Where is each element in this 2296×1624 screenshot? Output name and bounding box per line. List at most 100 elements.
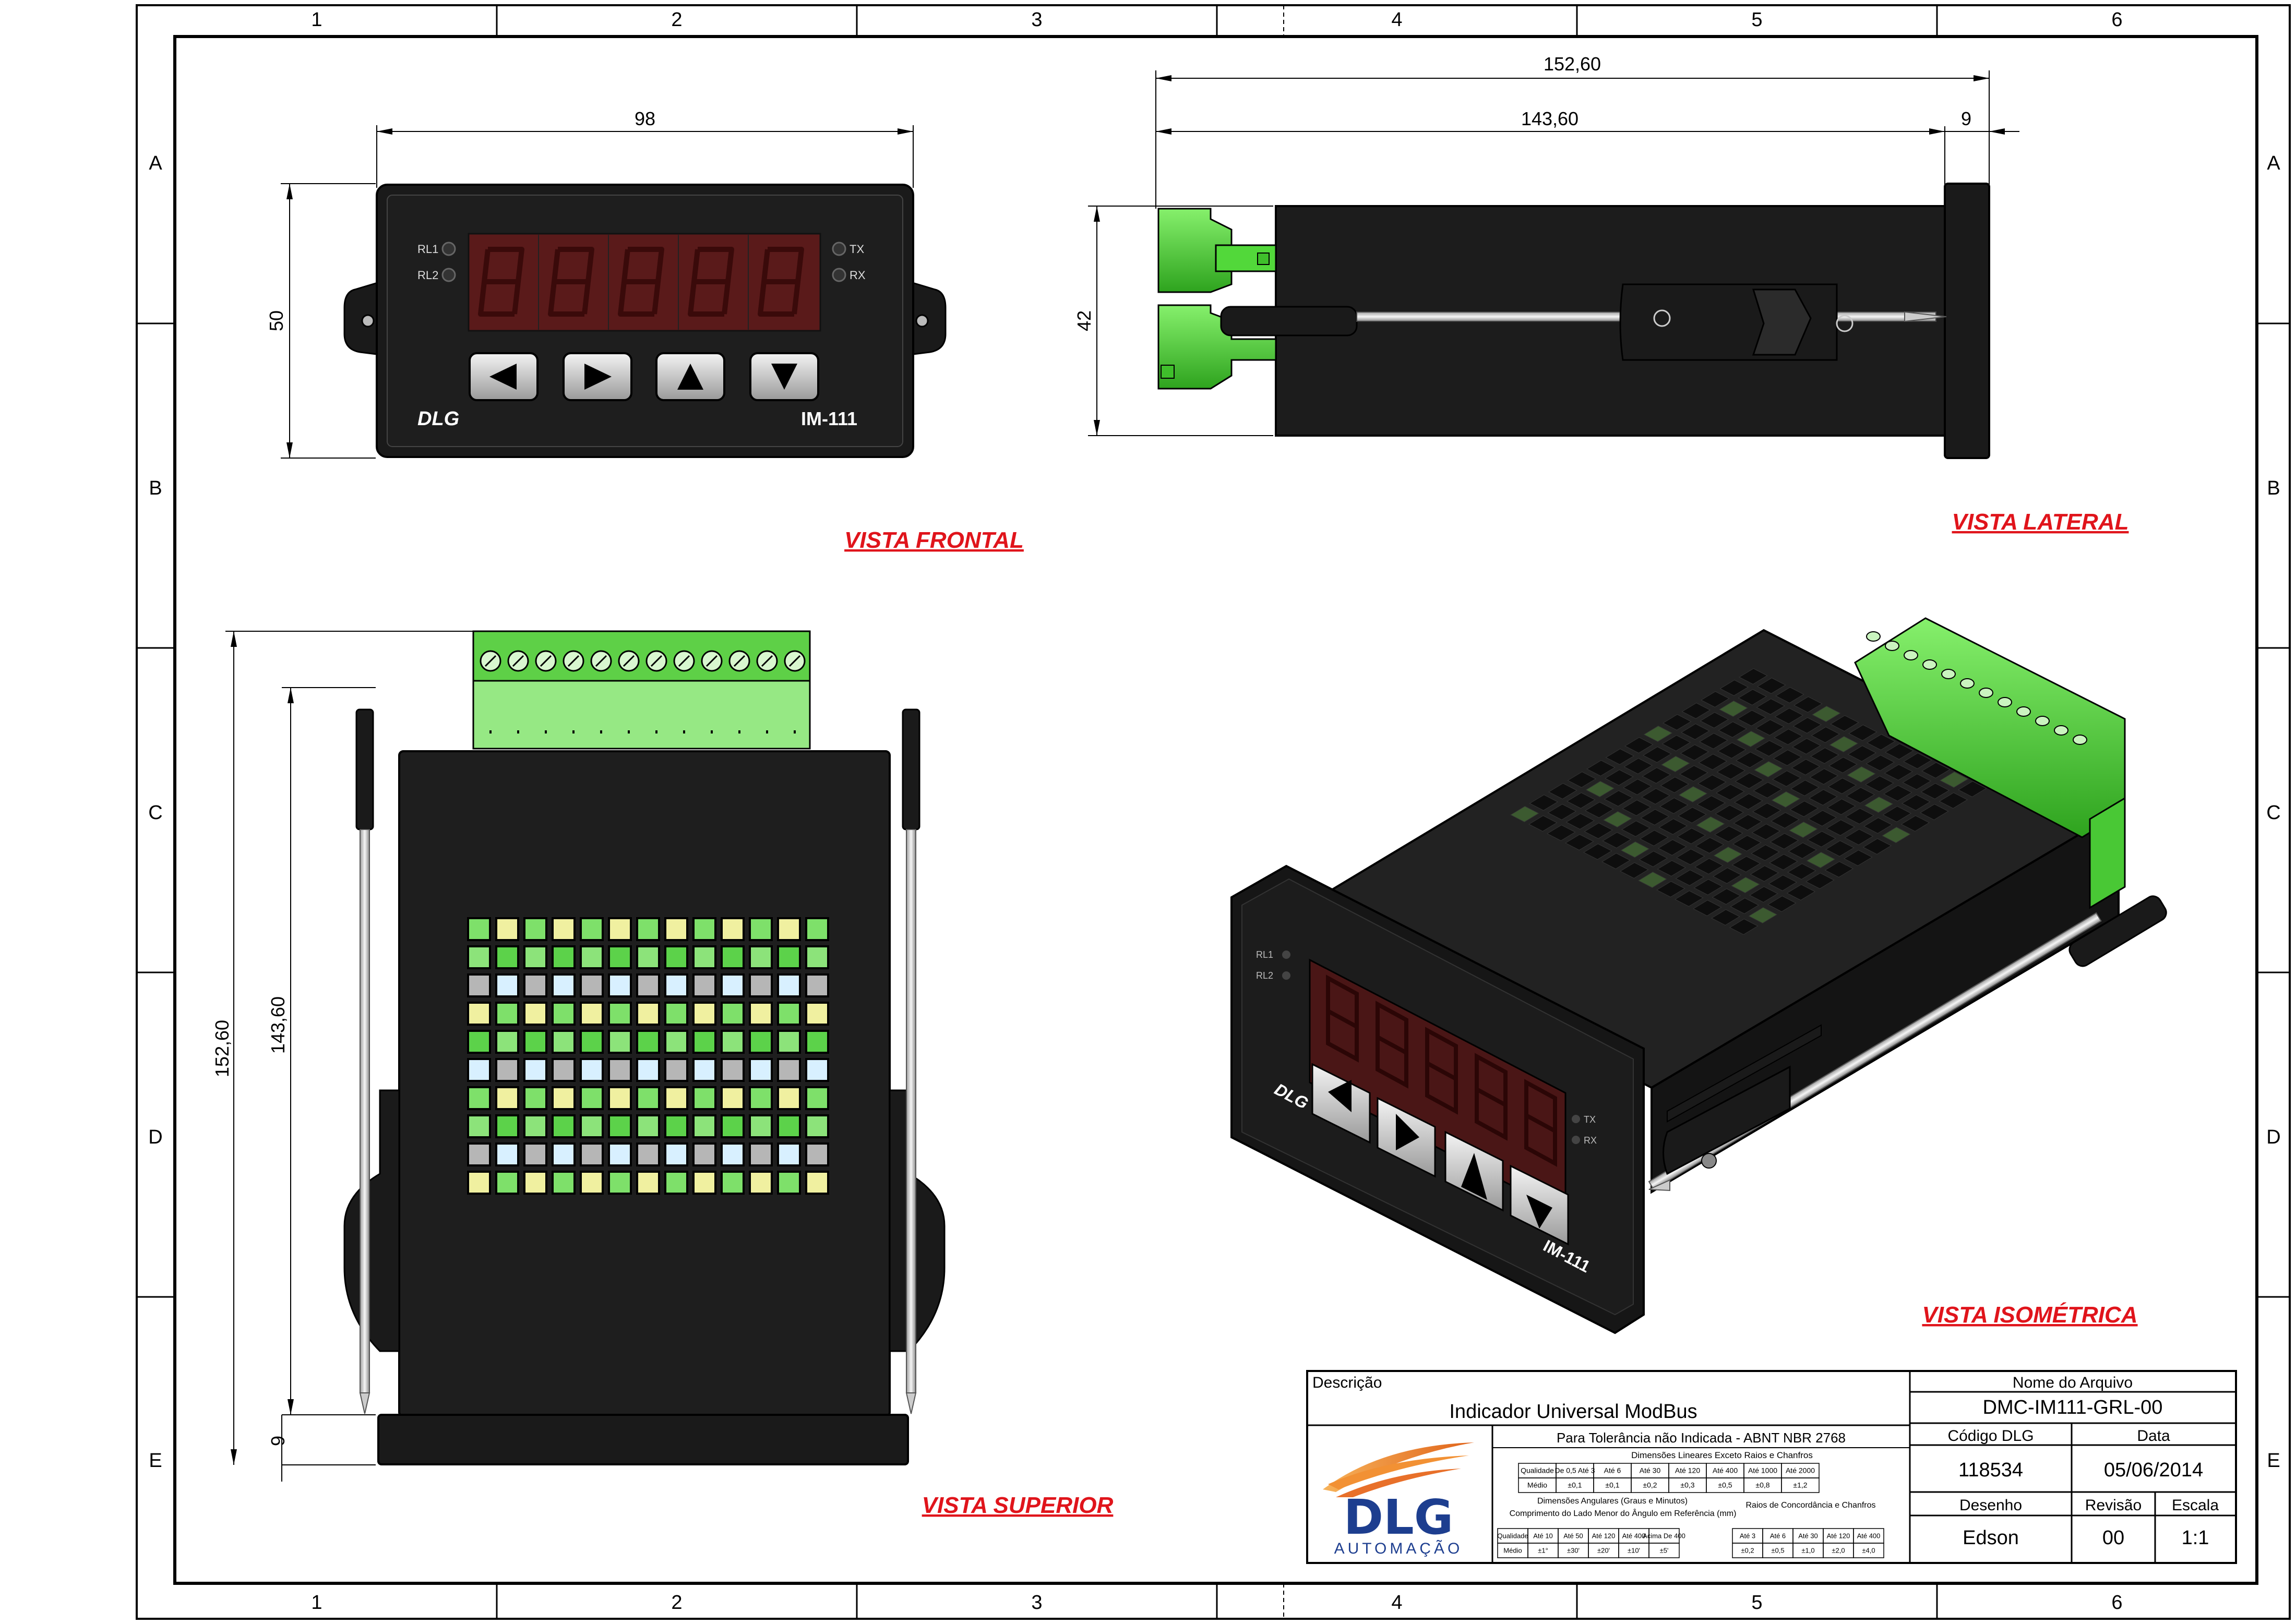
vent-slot: [664, 1114, 688, 1138]
iso-vent-slot: [1565, 813, 1595, 830]
vent-slot: [467, 1030, 491, 1054]
iso-screw-icon: [2073, 735, 2087, 745]
iso-vent-slot: [1729, 918, 1759, 935]
iso-vent-slot: [1695, 816, 1725, 833]
tolerance-cell: Até 120: [1675, 1466, 1700, 1475]
vent-slot: [777, 1114, 801, 1138]
iso-vent-slot: [1641, 788, 1670, 805]
iso-vent-slot: [1752, 802, 1781, 820]
vent-slot: [552, 1171, 576, 1195]
vent-slot: [523, 1114, 547, 1138]
iso-vent-slot: [1602, 832, 1632, 849]
iso-vent-slot: [1623, 757, 1653, 775]
vent-slot: [552, 1086, 576, 1110]
iso-vent-slot: [1805, 872, 1835, 889]
vent-slot: [523, 973, 547, 997]
vent-slot: [749, 973, 773, 997]
vent-slot: [580, 1086, 604, 1110]
vent-slot: [664, 1058, 688, 1082]
iso-vent-slot: [1957, 780, 1987, 798]
vent-slot: [467, 1142, 491, 1166]
vent-slot: [636, 945, 660, 969]
iso-vent-slot: [1717, 742, 1747, 759]
iso-vent-slot: [1715, 784, 1745, 801]
tolerance-cell: Até 120: [1592, 1532, 1616, 1539]
iso-vent-slot: [1622, 778, 1652, 796]
label-nome-arquivo: Nome do Arquivo: [2013, 1374, 2133, 1391]
tolerance-cell: Até 3: [1740, 1532, 1755, 1539]
col-label-bottom: 1: [311, 1592, 322, 1614]
iso-led-tx: TX: [1584, 1114, 1596, 1125]
vent-slot: [467, 1114, 491, 1138]
vent-slot: [580, 1114, 604, 1138]
vent-slot: [636, 917, 660, 941]
iso-vent-slot: [1605, 748, 1635, 765]
iso-vent-slot: [1547, 803, 1577, 821]
vent-slot: [777, 1002, 801, 1026]
tolerance-cell: Até 6: [1604, 1466, 1621, 1475]
iso-vent-slot: [1624, 737, 1654, 754]
vent-slot: [664, 1171, 688, 1195]
vent-slot: [523, 1142, 547, 1166]
iso-vent-slot: [1639, 850, 1668, 868]
vent-slot: [805, 1114, 829, 1138]
col-label-top: 1: [311, 9, 322, 31]
iso-vent-slot: [1811, 726, 1840, 743]
iso-vent-slot: [1846, 766, 1876, 783]
vent-slot: [552, 1142, 576, 1166]
iso-screw-icon: [1904, 650, 1918, 660]
iso-vent-slot: [1901, 794, 1931, 811]
tolerance-cell: ±0,1: [1568, 1481, 1582, 1489]
nome-arquivo-value: DMC-IM111-GRL-00: [1983, 1397, 2163, 1418]
vent-slot: [805, 973, 829, 997]
vent-slot: [721, 1114, 745, 1138]
label-revisao: Revisão: [2085, 1497, 2142, 1514]
vent-slot: [692, 1086, 716, 1110]
vent-slot: [552, 1058, 576, 1082]
tolerance-cell: Até 400: [1713, 1466, 1738, 1475]
tolerance-cell: De 0,5 Até 3: [1554, 1466, 1595, 1475]
iso-vent-slot: [1790, 779, 1820, 797]
row-label-right: D: [2266, 1126, 2280, 1148]
iso-vent-slot: [1884, 764, 1914, 781]
tolerance-cell: ±0,5: [1718, 1481, 1732, 1489]
vent-slot: [523, 917, 547, 941]
tolerance-cell: ±0,1: [1605, 1481, 1619, 1489]
iso-vent-slot: [1696, 795, 1726, 812]
iso-vent-slot: [1749, 886, 1778, 903]
vent-slot: [636, 1171, 660, 1195]
row-label-left: B: [149, 477, 162, 499]
iso-vent-slot: [1902, 773, 1932, 790]
tolerance-cell: Até 400: [1622, 1532, 1646, 1539]
vent-slot: [721, 1030, 745, 1054]
vent-slot: [692, 945, 716, 969]
vent-slot: [692, 1002, 716, 1026]
iso-vent-slot: [1811, 705, 1841, 723]
iso-vent-slot: [1809, 768, 1839, 785]
dim-side-total: 152,60: [1544, 53, 1601, 75]
iso-vent-slot: [1939, 771, 1969, 788]
vent-slot: [552, 1002, 576, 1026]
iso-screw-icon: [1885, 641, 1899, 651]
vent-slot: [805, 1142, 829, 1166]
iso-vent-slot: [1755, 719, 1785, 736]
iso-vent-slot: [1845, 808, 1874, 825]
tolerance-cell: Médio: [1503, 1546, 1522, 1554]
vent-slot: [467, 973, 491, 997]
vent-slot: [495, 1086, 519, 1110]
col-label-bottom: 3: [1031, 1592, 1042, 1614]
iso-vent-slot: [1546, 824, 1576, 841]
iso-vent-slot: [1863, 817, 1893, 834]
iso-vent-slot: [1768, 874, 1798, 892]
iso-vent-slot: [1712, 867, 1742, 884]
iso-vent-slot: [1548, 783, 1577, 800]
vent-slot: [749, 1058, 773, 1082]
row-label-left: D: [148, 1126, 162, 1148]
iso-vent-slot: [1680, 744, 1709, 761]
iso-vent-slot: [1713, 846, 1743, 863]
iso-vent-slot: [1750, 865, 1779, 882]
vent-slot: [805, 1058, 829, 1082]
iso-vent-slot: [1920, 783, 1950, 800]
iso-vent-slot: [1731, 856, 1761, 873]
iso-vent-slot: [1735, 772, 1764, 789]
